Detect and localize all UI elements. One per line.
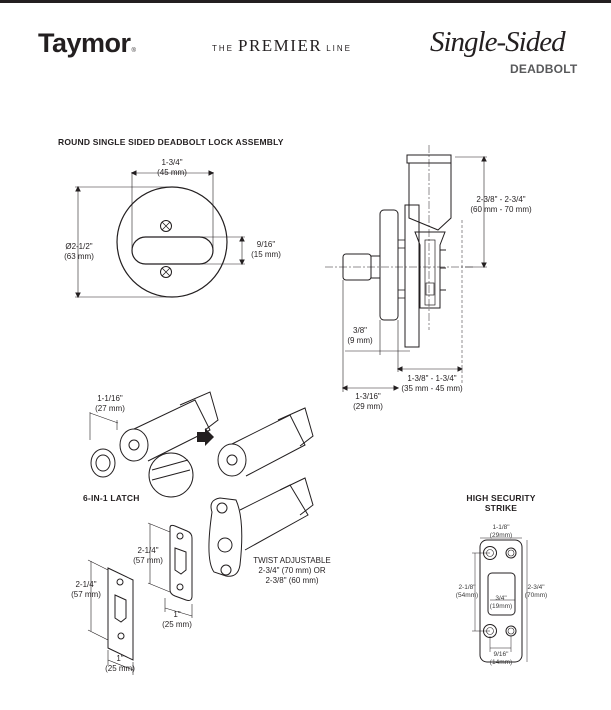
round-strike-width-dimension: 1"(25 mm) (157, 610, 197, 630)
dim-mm: (57 mm) (71, 590, 101, 599)
hs-strike-opening-dimension: 3/4"(19mm) (488, 595, 514, 610)
screw-icon (160, 220, 172, 232)
dim-inches: 2-1/4" (75, 580, 97, 589)
backset-dimension: 2-3/8" - 2-3/4"(60 mm - 70 mm) (466, 195, 536, 215)
dim-inches: 3/4" (495, 595, 507, 602)
rose-diameter-dimension: Ø2-1/2"(63 mm) (57, 242, 101, 262)
dim-mm: (15 mm) (251, 250, 281, 259)
dim-inches: 1-1/16" (97, 394, 123, 403)
strike-plates-drawing (87, 522, 193, 675)
square-strike-width-dimension: 1"(25 mm) (100, 654, 140, 674)
dim-mm: (35 mm - 45 mm) (401, 384, 463, 393)
round-strike-height-dimension: 2-1/4"(57 mm) (128, 546, 168, 566)
latch-title: 6-IN-1 LATCH (83, 493, 140, 503)
dim-mm: (70mm) (524, 591, 548, 599)
title-line: HIGH SECURITY (466, 493, 536, 503)
dim-mm: (19mm) (489, 602, 513, 610)
registered-mark: ® (131, 48, 136, 54)
turn-length-dimension: 1-3/16"(29 mm) (348, 392, 388, 412)
dim-inches: 1" (116, 654, 124, 663)
latch-drawing (89, 391, 314, 577)
slot-height-dimension: 9/16"(15 mm) (246, 240, 286, 260)
dim-inches: 3/8" (353, 326, 367, 335)
dim-mm: (63 mm) (64, 252, 94, 261)
arrow-right-icon (197, 428, 214, 446)
dim-mm: (60 mm - 70 mm) (470, 205, 532, 214)
dim-inches: 9/16" (256, 240, 276, 249)
dim-inches: Ø2-1/2" (65, 242, 93, 251)
line-suffix: LINE (326, 44, 352, 53)
square-strike-height-dimension: 2-1/4"(57 mm) (66, 580, 106, 600)
dim-inches: 9/16" (493, 651, 509, 658)
note-line: 2-3/8" (60 mm) (265, 576, 319, 585)
taymor-logo: Taymor® (38, 28, 136, 59)
dim-inches: 1-3/8" - 1-3/4" (407, 374, 457, 383)
rose-thickness-dimension: 3/8"(9 mm) (343, 326, 377, 346)
dim-inches: 1-1/8" (492, 524, 510, 531)
dim-inches: 1-3/4" (161, 158, 183, 167)
side-view-drawing (325, 145, 487, 392)
dim-inches: 2-1/4" (137, 546, 159, 555)
screw-icon (160, 266, 172, 278)
note-line: TWIST ADJUSTABLE (253, 556, 331, 565)
dim-mm: (25 mm) (162, 620, 192, 629)
dim-mm: (29mm) (489, 531, 513, 539)
top-border-bar (0, 0, 611, 3)
dim-mm: (9 mm) (347, 336, 373, 345)
dim-mm: (45 mm) (157, 168, 187, 177)
dim-inches: 2-3/4" (527, 584, 545, 591)
dim-mm: (27 mm) (95, 404, 125, 413)
dim-mm: (14mm) (489, 658, 513, 666)
dim-mm: (25 mm) (105, 664, 135, 673)
hs-strike-hole-span-dimension: 2-1/8"(54mm) (454, 584, 480, 599)
rose-width-dimension: 1-3/4"(45 mm) (150, 158, 194, 178)
note-line: 2-3/4" (70 mm) OR (258, 566, 326, 575)
dim-inches: 2-1/8" (458, 584, 476, 591)
premier-line-logo: THE PREMIER LINE (212, 36, 352, 56)
round-rose-drawing (75, 170, 245, 299)
product-title: Single-Sided (430, 26, 566, 58)
line-prefix: THE (212, 44, 234, 53)
dim-inches: 2-3/8" - 2-3/4" (476, 195, 526, 204)
hs-strike-hole-gap-dimension: 9/16"(14mm) (488, 651, 514, 666)
latch-face-dimension: 1-1/16"(27 mm) (90, 394, 130, 414)
brand-name: Taymor (38, 28, 131, 58)
high-security-strike-drawing (472, 537, 528, 663)
door-thickness-dimension: 1-3/8" - 1-3/4"(35 mm - 45 mm) (396, 374, 468, 394)
dim-inches: 1-3/16" (355, 392, 381, 401)
title-line: STRIKE (484, 503, 518, 513)
dim-inches: 1" (173, 610, 181, 619)
line-name: PREMIER (238, 36, 323, 55)
dim-mm: (54mm) (455, 591, 479, 599)
product-subtitle: DEADBOLT (510, 62, 578, 76)
hs-strike-width-dimension: 1-1/8"(29mm) (484, 524, 518, 539)
round-assembly-title: ROUND SINGLE SIDED DEADBOLT LOCK ASSEMBL… (58, 137, 284, 147)
dim-mm: (29 mm) (353, 402, 383, 411)
dim-mm: (57 mm) (133, 556, 163, 565)
hs-strike-height-dimension: 2-3/4"(70mm) (523, 584, 549, 599)
